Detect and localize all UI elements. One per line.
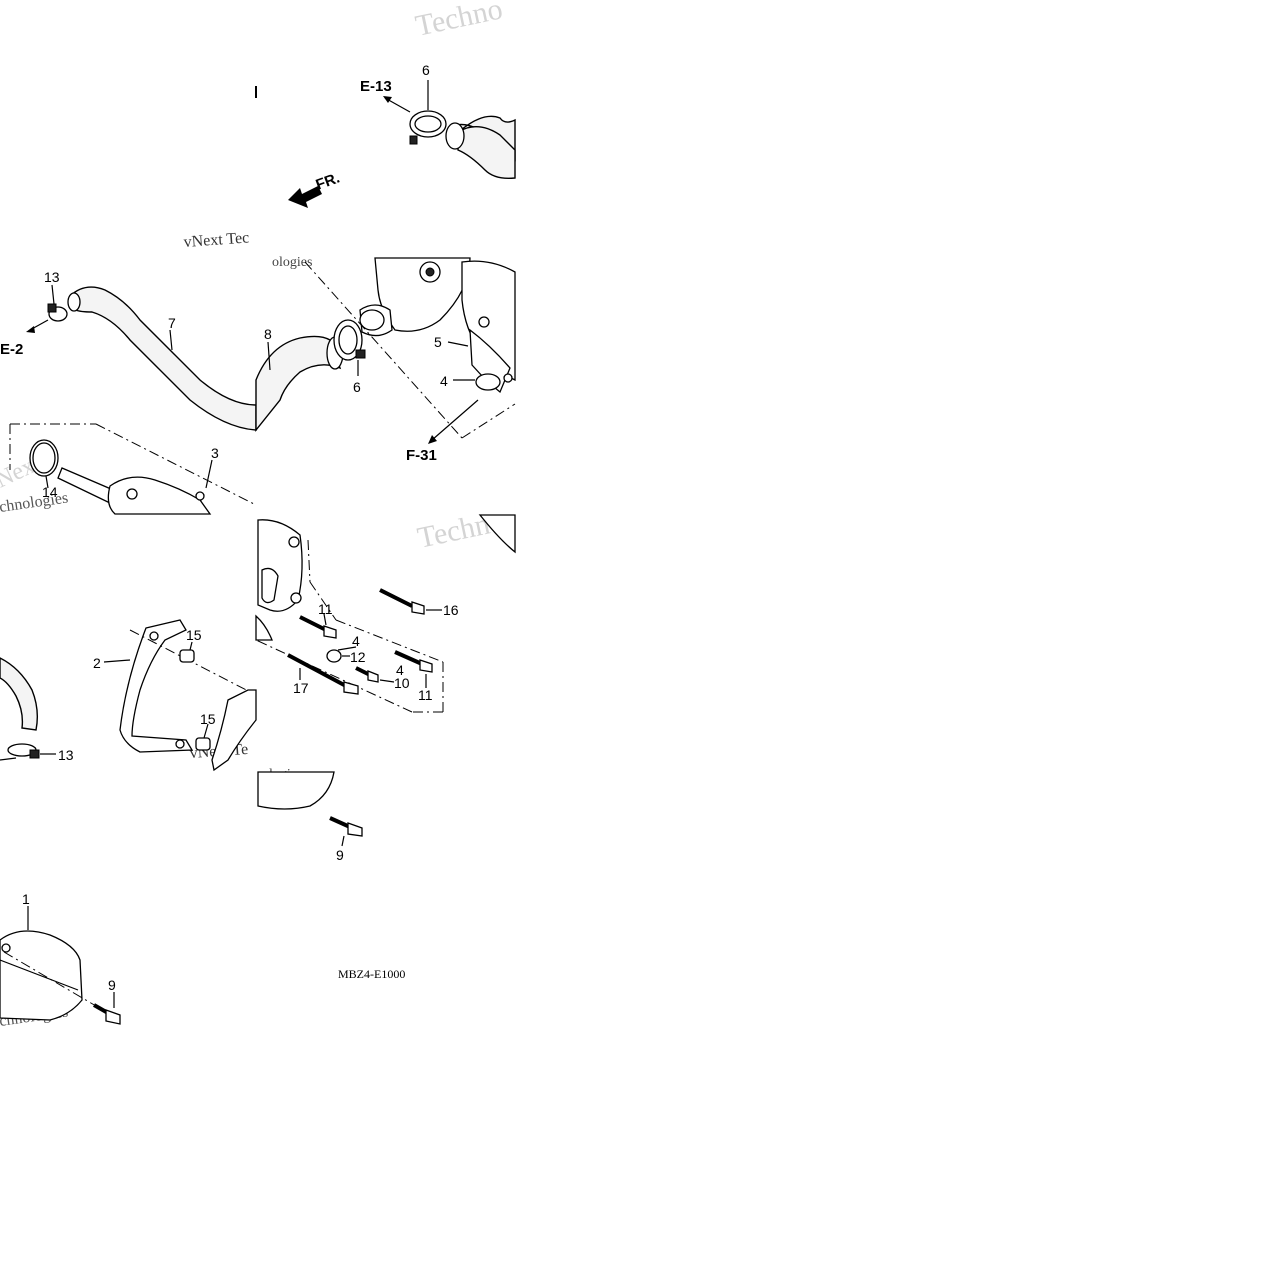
clamp-13-lower [7, 743, 40, 759]
part-number-12: 12 [350, 649, 366, 665]
ref-f31: F-31 [406, 447, 437, 464]
part-number-1: 1 [22, 891, 30, 907]
clamp-6-mid [333, 319, 366, 361]
watermark: vNext Tec [183, 229, 250, 251]
bolt-11 [299, 615, 337, 639]
part-number-11-b: 11 [418, 687, 433, 703]
water-hose-lower [0, 657, 39, 731]
bolt-9-b [93, 1003, 121, 1025]
front-arrow: FR. [288, 170, 342, 208]
bolt-9 [329, 816, 363, 837]
part-number-6: 6 [422, 62, 430, 78]
part-number-9-b: 9 [108, 977, 116, 993]
part-number-9: 9 [336, 847, 344, 863]
bolt-16 [379, 588, 425, 615]
hose-guard-2 [119, 619, 194, 753]
part-number-17: 17 [293, 680, 309, 696]
watermark: chnologies [0, 489, 69, 515]
part-number-14: 14 [42, 484, 58, 500]
water-pump-housing [359, 257, 516, 394]
part-number-4-c: 4 [396, 662, 404, 678]
arrow-f31 [428, 435, 437, 444]
water-hose-8 [255, 335, 342, 432]
part-number-10: 10 [394, 675, 410, 691]
ref-e2: E-2 [0, 341, 23, 358]
part-number-6-mid: 6 [353, 379, 361, 395]
cover-lower [257, 771, 335, 810]
part-number-15: 15 [186, 627, 202, 643]
pump-cover [255, 519, 303, 641]
watermark: ologies [272, 255, 312, 270]
bolt-11-b [394, 650, 433, 673]
part-number-11: 11 [318, 601, 333, 617]
part-number-15-b: 15 [200, 711, 216, 727]
leader-f31 [431, 399, 479, 441]
arrow-e13 [383, 96, 392, 103]
bolt-17 [287, 653, 359, 695]
part-number-4-b: 4 [352, 633, 360, 649]
collar-15-b [195, 737, 211, 751]
ref-e13: E-13 [360, 78, 392, 95]
part-number-5: 5 [434, 334, 442, 350]
part-number-8: 8 [264, 326, 272, 342]
watermark: Techno [413, 0, 506, 43]
arrow-e2 [26, 326, 35, 333]
clamp-6-top [409, 110, 447, 145]
water-hose-7 [69, 286, 257, 431]
part-number-4: 4 [440, 373, 448, 389]
part-number-7: 7 [168, 315, 176, 331]
clamp-13-top [47, 284, 68, 322]
washer-12 [326, 649, 342, 663]
bolt-10 [355, 666, 379, 683]
water-pump-shaft-3 [57, 467, 212, 515]
diagram-code: MBZ4-E1000 [338, 967, 405, 981]
collar-15 [179, 649, 195, 663]
o-ring-14 [29, 439, 59, 477]
part-number-13-b: 13 [58, 747, 74, 763]
front-label: FR. [314, 170, 343, 194]
part-number-13: 13 [44, 269, 60, 285]
part-number-16: 16 [443, 602, 459, 618]
part-number-3: 3 [211, 445, 219, 461]
part-number-2: 2 [93, 655, 101, 671]
